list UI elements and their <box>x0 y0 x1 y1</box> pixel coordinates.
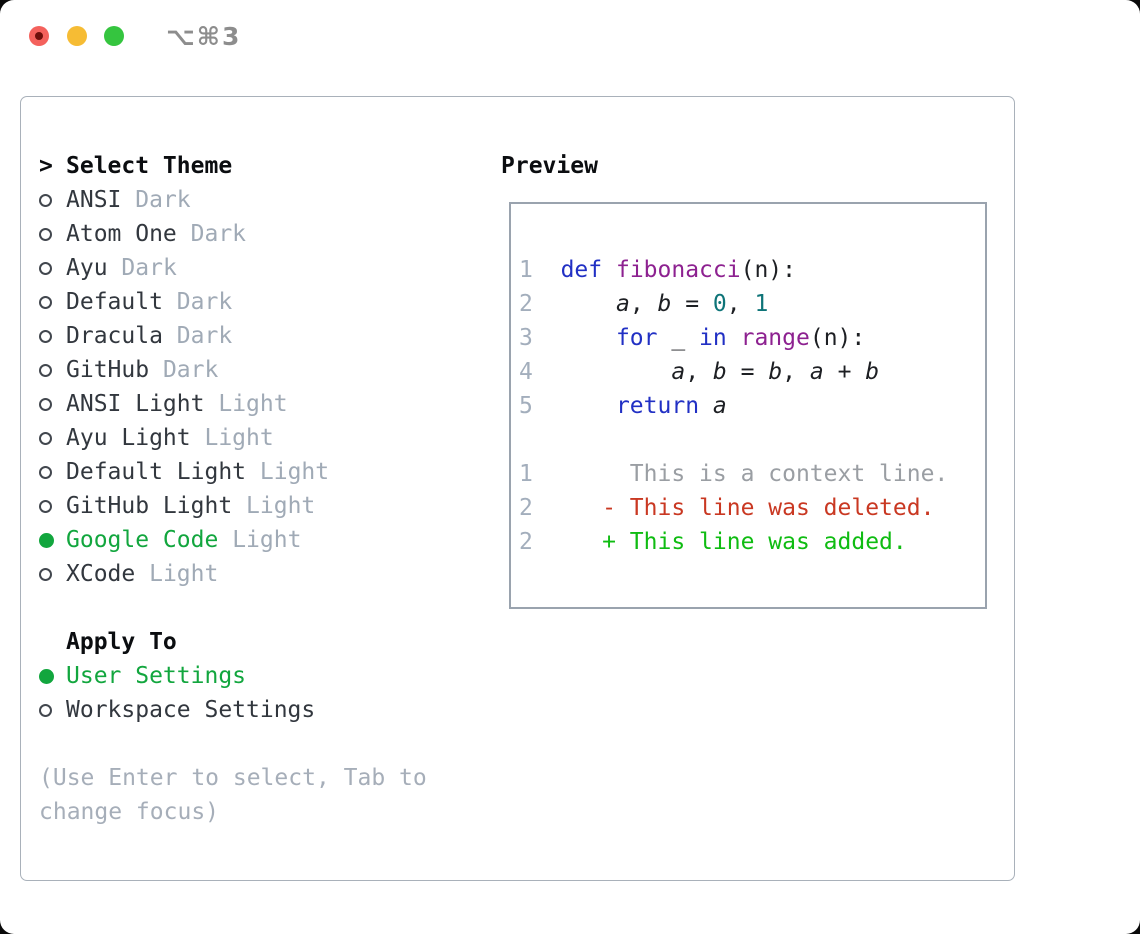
preview-line: 2 + This line was added. <box>519 529 907 555</box>
theme-option[interactable]: Default Dark <box>39 285 489 319</box>
window-title: ⌥⌘3 <box>166 22 242 51</box>
theme-option[interactable]: Ayu Light Light <box>39 421 489 455</box>
radio-icon <box>39 329 52 343</box>
apply-to-header: Apply To <box>39 625 489 659</box>
close-button[interactable] <box>29 26 49 46</box>
theme-option-name: GitHub <box>66 357 150 383</box>
theme-option-name: GitHub Light <box>66 493 233 519</box>
theme-option-name: Default <box>66 289 163 315</box>
theme-option-name: Ayu <box>66 255 108 281</box>
theme-option-name: ANSI Light <box>66 391 205 417</box>
apply-to-label: Apply To <box>66 629 177 655</box>
preview-lines: 1 def fibonacci(n): 2 a, b = 0, 1 3 for _ … <box>519 253 977 559</box>
theme-list-column: > Select Theme ANSI Dark Atom One Dark A… <box>39 149 489 829</box>
theme-option[interactable]: Atom One Dark <box>39 217 489 251</box>
theme-option-tag: Dark <box>190 221 247 247</box>
cursor-prefix: > <box>39 153 53 179</box>
preview-line: 2 a, b = 0, 1 <box>519 291 769 317</box>
radio-icon <box>39 193 52 207</box>
radio-selected-icon <box>39 532 54 548</box>
radio-icon <box>39 295 52 309</box>
select-theme-header: > Select Theme <box>39 149 489 183</box>
theme-option-tag: Light <box>149 561 219 587</box>
preview-header: Preview <box>501 153 598 179</box>
radio-icon <box>39 567 52 581</box>
radio-icon <box>39 431 52 445</box>
theme-option-name: Google Code <box>66 527 219 553</box>
theme-option-name: Default Light <box>66 459 247 485</box>
radio-icon <box>39 703 52 717</box>
radio-icon <box>39 397 52 411</box>
apply-to-option-name: Workspace Settings <box>66 697 316 723</box>
radio-icon <box>39 227 52 241</box>
apply-to-option[interactable]: Workspace Settings <box>39 693 489 727</box>
theme-option[interactable]: ANSI Light Light <box>39 387 489 421</box>
preview-line: 3 for _ in range(n): <box>519 325 866 351</box>
apply-to-option[interactable]: User Settings <box>39 659 489 693</box>
theme-option-tag: Light <box>259 459 330 485</box>
theme-option-name: Atom One <box>66 221 177 247</box>
theme-option[interactable]: Ayu Dark <box>39 251 489 285</box>
theme-option-tag: Dark <box>162 357 219 383</box>
preview-line: 2 - This line was deleted. <box>519 495 935 521</box>
titlebar: ⌥⌘3 <box>0 0 1140 70</box>
preview-line: 1 def fibonacci(n): <box>519 257 796 283</box>
theme-option[interactable]: GitHub Dark <box>39 353 489 387</box>
radio-icon <box>39 499 52 513</box>
theme-option[interactable]: Default Light Light <box>39 455 489 489</box>
theme-option-tag: Dark <box>176 289 233 315</box>
theme-option-tag: Light <box>232 527 302 553</box>
theme-option-name: Dracula <box>66 323 163 349</box>
theme-option-tag: Dark <box>135 187 191 213</box>
close-dot-icon <box>35 32 43 40</box>
zoom-button[interactable] <box>104 26 124 46</box>
preview-line: 5 return a <box>519 393 727 419</box>
theme-option-tag: Light <box>218 391 288 417</box>
theme-option-name: XCode <box>66 561 136 587</box>
theme-option[interactable]: Google Code Light <box>39 523 489 557</box>
radio-icon <box>39 261 52 275</box>
radio-selected-icon <box>39 668 54 684</box>
spacer <box>39 591 489 625</box>
theme-option-name: ANSI <box>66 187 122 213</box>
theme-option[interactable]: GitHub Light Light <box>39 489 489 523</box>
apply-to-list: User Settings Workspace Settings <box>39 659 489 727</box>
theme-option-tag: Light <box>204 425 274 451</box>
theme-picker-panel: > Select Theme ANSI Dark Atom One Dark A… <box>20 96 1015 881</box>
minimize-button[interactable] <box>67 26 87 46</box>
theme-option[interactable]: Dracula Dark <box>39 319 489 353</box>
theme-option-tag: Dark <box>121 255 177 281</box>
preview-line <box>519 423 977 457</box>
help-text: (Use Enter to select, Tab to change focu… <box>39 765 427 825</box>
preview-pane: 1 def fibonacci(n): 2 a, b = 0, 1 3 for _ … <box>509 202 987 609</box>
theme-option-name: Ayu Light <box>66 425 191 451</box>
select-theme-label: Select Theme <box>66 153 233 179</box>
preview-line: 1 This is a context line. <box>519 461 949 487</box>
theme-option-tag: Light <box>246 493 316 519</box>
radio-icon <box>39 465 52 479</box>
theme-list: ANSI Dark Atom One Dark Ayu Dark Default… <box>39 183 489 591</box>
theme-option-tag: Dark <box>176 323 233 349</box>
apply-to-option-name: User Settings <box>66 663 247 689</box>
preview-line: 4 a, b = b, a + b <box>519 359 880 385</box>
theme-option[interactable]: ANSI Dark <box>39 183 489 217</box>
radio-icon <box>39 363 52 377</box>
theme-option[interactable]: XCode Light <box>39 557 489 591</box>
